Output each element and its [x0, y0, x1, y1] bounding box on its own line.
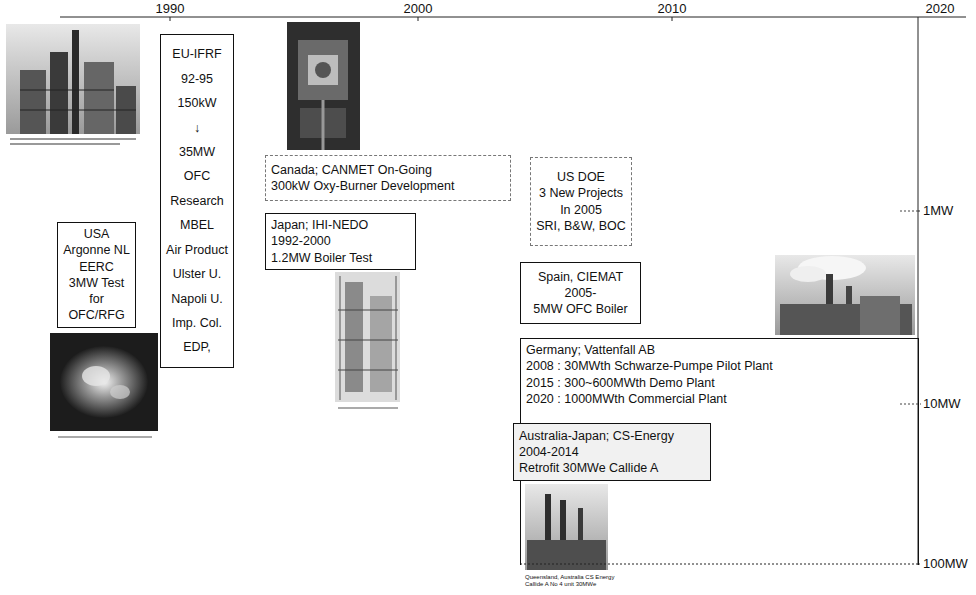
- project-text: SRI, B&W, BOC: [536, 218, 626, 234]
- project-text: EU-IFRF: [172, 46, 221, 62]
- project-box: Australia-Japan; CS-Energy2004-2014Retro…: [513, 423, 711, 481]
- year-label: 1990: [156, 1, 185, 16]
- project-text: 2004-2014: [519, 444, 579, 460]
- project-text: for: [89, 291, 104, 307]
- project-text: ↓: [194, 120, 200, 136]
- project-text: 2005-: [565, 285, 597, 301]
- project-text: EERC: [79, 259, 114, 275]
- scale-line: [520, 564, 918, 565]
- project-text: 2008 : 30MWth Schwarze-Pumpe Pilot Plant: [526, 358, 773, 374]
- year-label: 2020: [926, 1, 955, 16]
- project-text: MBEL: [180, 217, 214, 233]
- project-text: Retrofit 30MWe Callide A: [519, 460, 658, 476]
- project-text: OFC/RFG: [68, 307, 124, 323]
- project-text: Japan; IHI-NEDO: [271, 217, 368, 233]
- project-text: 300kW Oxy-Burner Development: [271, 178, 454, 194]
- project-text: Germany; Vattenfall AB: [526, 342, 655, 358]
- project-text: 2015 : 300~600MWth Demo Plant: [526, 375, 715, 391]
- project-box: Canada; CANMET On-Going300kW Oxy-Burner …: [265, 155, 511, 201]
- project-text: 1992-2000: [271, 233, 331, 249]
- project-text: 1.2MW Boiler Test: [271, 250, 372, 266]
- project-box: EU-IFRF 92-95 150kW ↓ 35MW OFC ResearchMBEL Air…: [160, 34, 234, 368]
- axis-tick: [900, 404, 921, 405]
- project-text: USA: [84, 226, 110, 242]
- project-text: Air Product: [166, 242, 228, 258]
- project-text: Canada; CANMET On-Going: [271, 162, 432, 178]
- boiler-photo: [335, 272, 400, 408]
- project-text: EDP,: [183, 339, 211, 355]
- flame-photo: [50, 333, 158, 437]
- project-text: Ulster U.: [173, 266, 222, 282]
- plant-photo: [775, 255, 915, 335]
- power-label: 10MW: [923, 396, 961, 411]
- project-text: 3 New Projects: [539, 185, 623, 201]
- project-text: OFC: [184, 168, 210, 184]
- axis-tick: [170, 17, 171, 21]
- project-text: Australia-Japan; CS-Energy: [519, 428, 674, 444]
- power-label: 100MW: [923, 556, 968, 571]
- year-label: 2010: [658, 1, 687, 16]
- project-text: 5MW OFC Boiler: [533, 301, 627, 317]
- project-text: Argonne NL: [63, 242, 130, 258]
- year-label: 2000: [404, 1, 433, 16]
- callide-photo: [525, 484, 608, 570]
- axis-tick: [900, 211, 918, 212]
- project-box: US DOE3 New ProjectsIn 2005SRI, B&W, BOC: [530, 157, 632, 246]
- project-text: 3MW Test: [69, 275, 124, 291]
- project-text: Spain, CIEMAT: [538, 269, 623, 285]
- project-text: 92-95: [181, 71, 213, 87]
- time-axis: [60, 17, 966, 18]
- project-text: US DOE: [557, 169, 605, 185]
- burner-photo: [287, 22, 360, 150]
- project-box: USAArgonne NLEERC3MW TestforOFC/RFG: [57, 222, 136, 328]
- project-text: 2020 : 1000MWth Commercial Plant: [526, 391, 727, 407]
- axis-tick: [672, 17, 673, 21]
- project-box: Japan; IHI-NEDO1992-20001.2MW Boiler Tes…: [265, 213, 416, 270]
- photo-caption: Queensland, Australia CS Energy Callide …: [525, 574, 617, 588]
- project-text: 150kW: [178, 95, 217, 111]
- project-text: Imp. Col.: [172, 315, 222, 331]
- project-text: 35MW: [179, 144, 215, 160]
- axis-tick: [418, 17, 419, 21]
- plant-photo: [6, 24, 140, 144]
- project-text: In 2005: [560, 202, 602, 218]
- project-box: Spain, CIEMAT2005-5MW OFC Boiler: [520, 262, 641, 324]
- project-text: Research: [170, 193, 224, 209]
- power-label: 1MW: [923, 203, 953, 218]
- axis-tick: [918, 211, 921, 212]
- project-text: Napoli U.: [171, 291, 222, 307]
